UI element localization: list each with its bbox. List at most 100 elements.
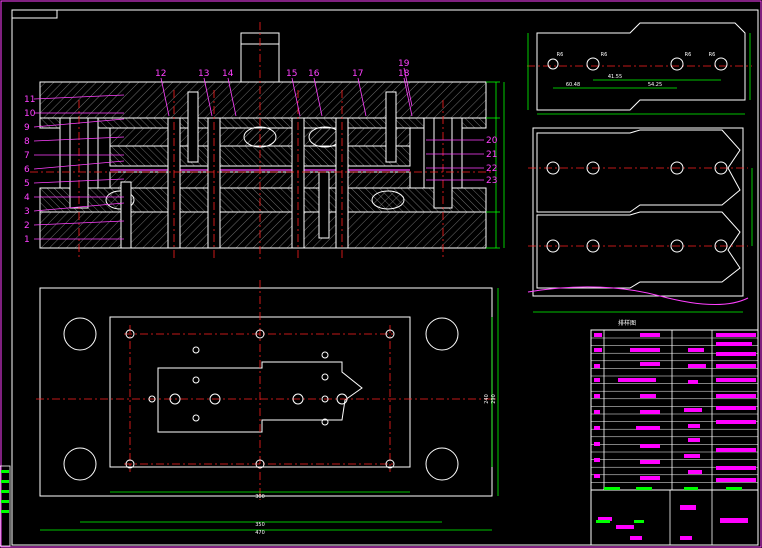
bom-green-block (634, 520, 644, 523)
leader-line (313, 77, 323, 117)
bom-text-block (720, 518, 748, 523)
title-block (590, 329, 759, 546)
leader-line (33, 94, 125, 100)
leader-line (160, 77, 170, 117)
leader-line (203, 77, 213, 117)
bom-text-block (688, 470, 702, 474)
strip-layout-view (527, 127, 753, 313)
leader-line (227, 77, 237, 117)
bom-text-block (688, 438, 700, 442)
leader-line (291, 77, 301, 117)
leader-line (403, 67, 413, 107)
bom-text-block (716, 420, 756, 424)
part-label-4: 4 (24, 193, 30, 203)
lower-die-seat (39, 211, 487, 249)
bom-text-block (640, 410, 660, 414)
part-label-18: 18 (398, 69, 410, 79)
bom-text-block (594, 426, 600, 430)
bom-text-block (640, 394, 656, 398)
dimension-text: 60.48 (566, 82, 580, 88)
dimension-text: 470 (255, 530, 265, 536)
part-label-2: 2 (24, 221, 30, 231)
part-label-7: 7 (24, 151, 30, 161)
part-label-16: 16 (308, 69, 320, 79)
bom-text-block (688, 424, 700, 428)
bom-text-block (618, 378, 656, 382)
bom-text-block (716, 406, 756, 410)
bom-text-block (716, 448, 756, 452)
bom-text-block (640, 444, 660, 448)
part-label-22: 22 (486, 164, 497, 174)
bom-text-block (716, 466, 756, 470)
bom-text-block (594, 333, 602, 337)
bom-text-block (594, 442, 600, 446)
bom-text-block (716, 342, 752, 346)
leader-line (33, 136, 125, 142)
dimension-text: 350 (255, 522, 265, 528)
part-label-13: 13 (198, 69, 209, 79)
bom-green-block (636, 487, 652, 490)
bom-text-block (684, 408, 702, 412)
bom-text-block (716, 364, 756, 368)
part-label-23: 23 (486, 176, 497, 186)
bom-text-block (680, 536, 692, 540)
part-label-1: 1 (24, 235, 30, 245)
bom-text-block (598, 517, 612, 521)
bom-text-block (594, 394, 600, 398)
dimension-text: R6 (557, 52, 564, 58)
bom-text-block (640, 333, 660, 337)
bom-text-block (636, 426, 660, 430)
bom-green-block (726, 487, 742, 490)
section-view (30, 22, 505, 262)
bom-text-block (594, 458, 600, 462)
part-label-15: 15 (286, 69, 297, 79)
bom-text-block (640, 362, 660, 366)
bom-text-block (630, 536, 642, 540)
bom-text-block (630, 348, 660, 352)
bom-green-block (596, 520, 610, 523)
part-label-14: 14 (222, 69, 234, 79)
part-label-12: 12 (155, 69, 166, 79)
bom-text-block (688, 364, 706, 368)
part-label-21: 21 (486, 150, 497, 160)
leader-line (403, 77, 413, 117)
bom-text-block (640, 460, 660, 464)
part-label-11: 11 (24, 95, 35, 105)
bom-text-block (594, 348, 602, 352)
bom-text-block (594, 474, 600, 478)
bom-text-block (684, 454, 700, 458)
strip-top-view (527, 22, 752, 115)
bom-text-block (616, 525, 634, 529)
part-label-3: 3 (24, 207, 30, 217)
part-label-17: 17 (352, 69, 363, 79)
part-label-19: 19 (398, 59, 410, 69)
leader-line (357, 77, 367, 117)
leader-line (33, 118, 125, 128)
bom-text-block (594, 410, 600, 414)
bom-green-block (604, 487, 620, 490)
part-label-10: 10 (24, 109, 36, 119)
bom-text-block (688, 380, 698, 384)
bom-text-block (716, 378, 756, 382)
leader-line (33, 202, 125, 212)
part-label-5: 5 (24, 179, 30, 189)
bom-text-block (594, 378, 600, 382)
bom-text-block (680, 505, 696, 510)
dimension-text: R6 (601, 52, 608, 58)
part-label-6: 6 (24, 165, 30, 175)
part-label-8: 8 (24, 137, 30, 147)
bom-text-block (688, 348, 704, 352)
dimension-text: R6 (685, 52, 692, 58)
bom-text-block (716, 394, 756, 398)
plan-view (36, 280, 499, 531)
bom-text-block (716, 333, 756, 337)
bom-text-block (716, 352, 756, 356)
bom-text-block (716, 478, 756, 482)
dimension-text: 290 (491, 394, 497, 404)
bom-green-block (684, 487, 698, 490)
leader-line (33, 220, 125, 226)
